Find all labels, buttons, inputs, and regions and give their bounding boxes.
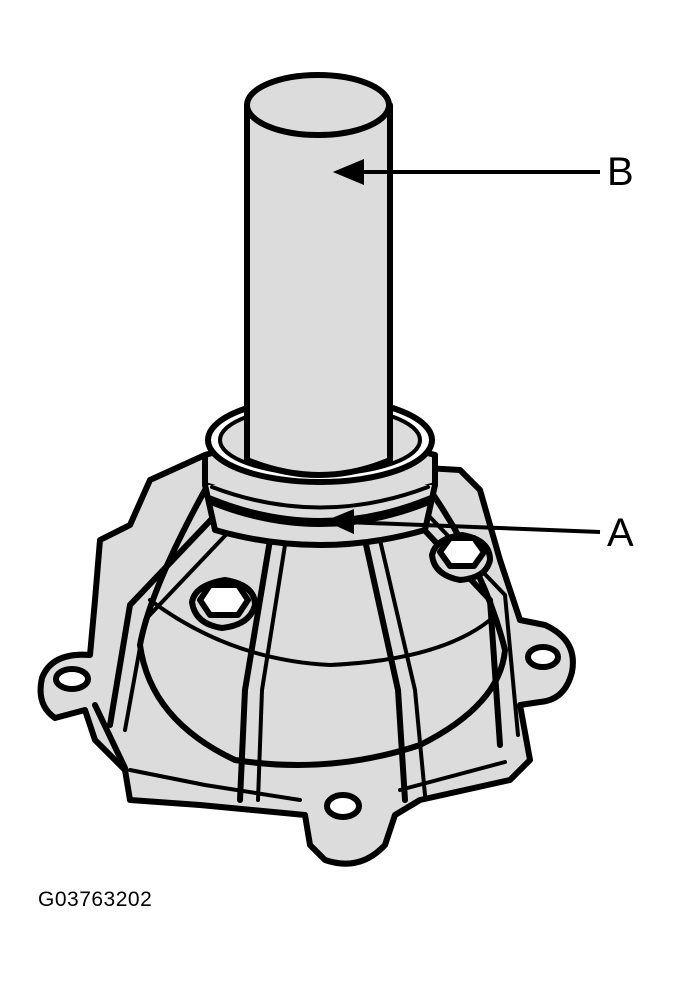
callout-label-a: A	[607, 511, 634, 555]
bolt-right	[429, 532, 493, 583]
mounting-ear-right	[525, 644, 561, 670]
leader-line-a	[324, 509, 601, 535]
mounting-ear-left	[53, 666, 91, 692]
bolt-left	[189, 577, 258, 631]
shaft	[244, 72, 393, 478]
figure-id: G03763202	[38, 888, 153, 911]
callout-label-b: B	[607, 150, 634, 194]
leader-line-b	[332, 159, 600, 185]
mounting-ear-front	[324, 792, 362, 820]
seal-ring	[205, 485, 435, 527]
